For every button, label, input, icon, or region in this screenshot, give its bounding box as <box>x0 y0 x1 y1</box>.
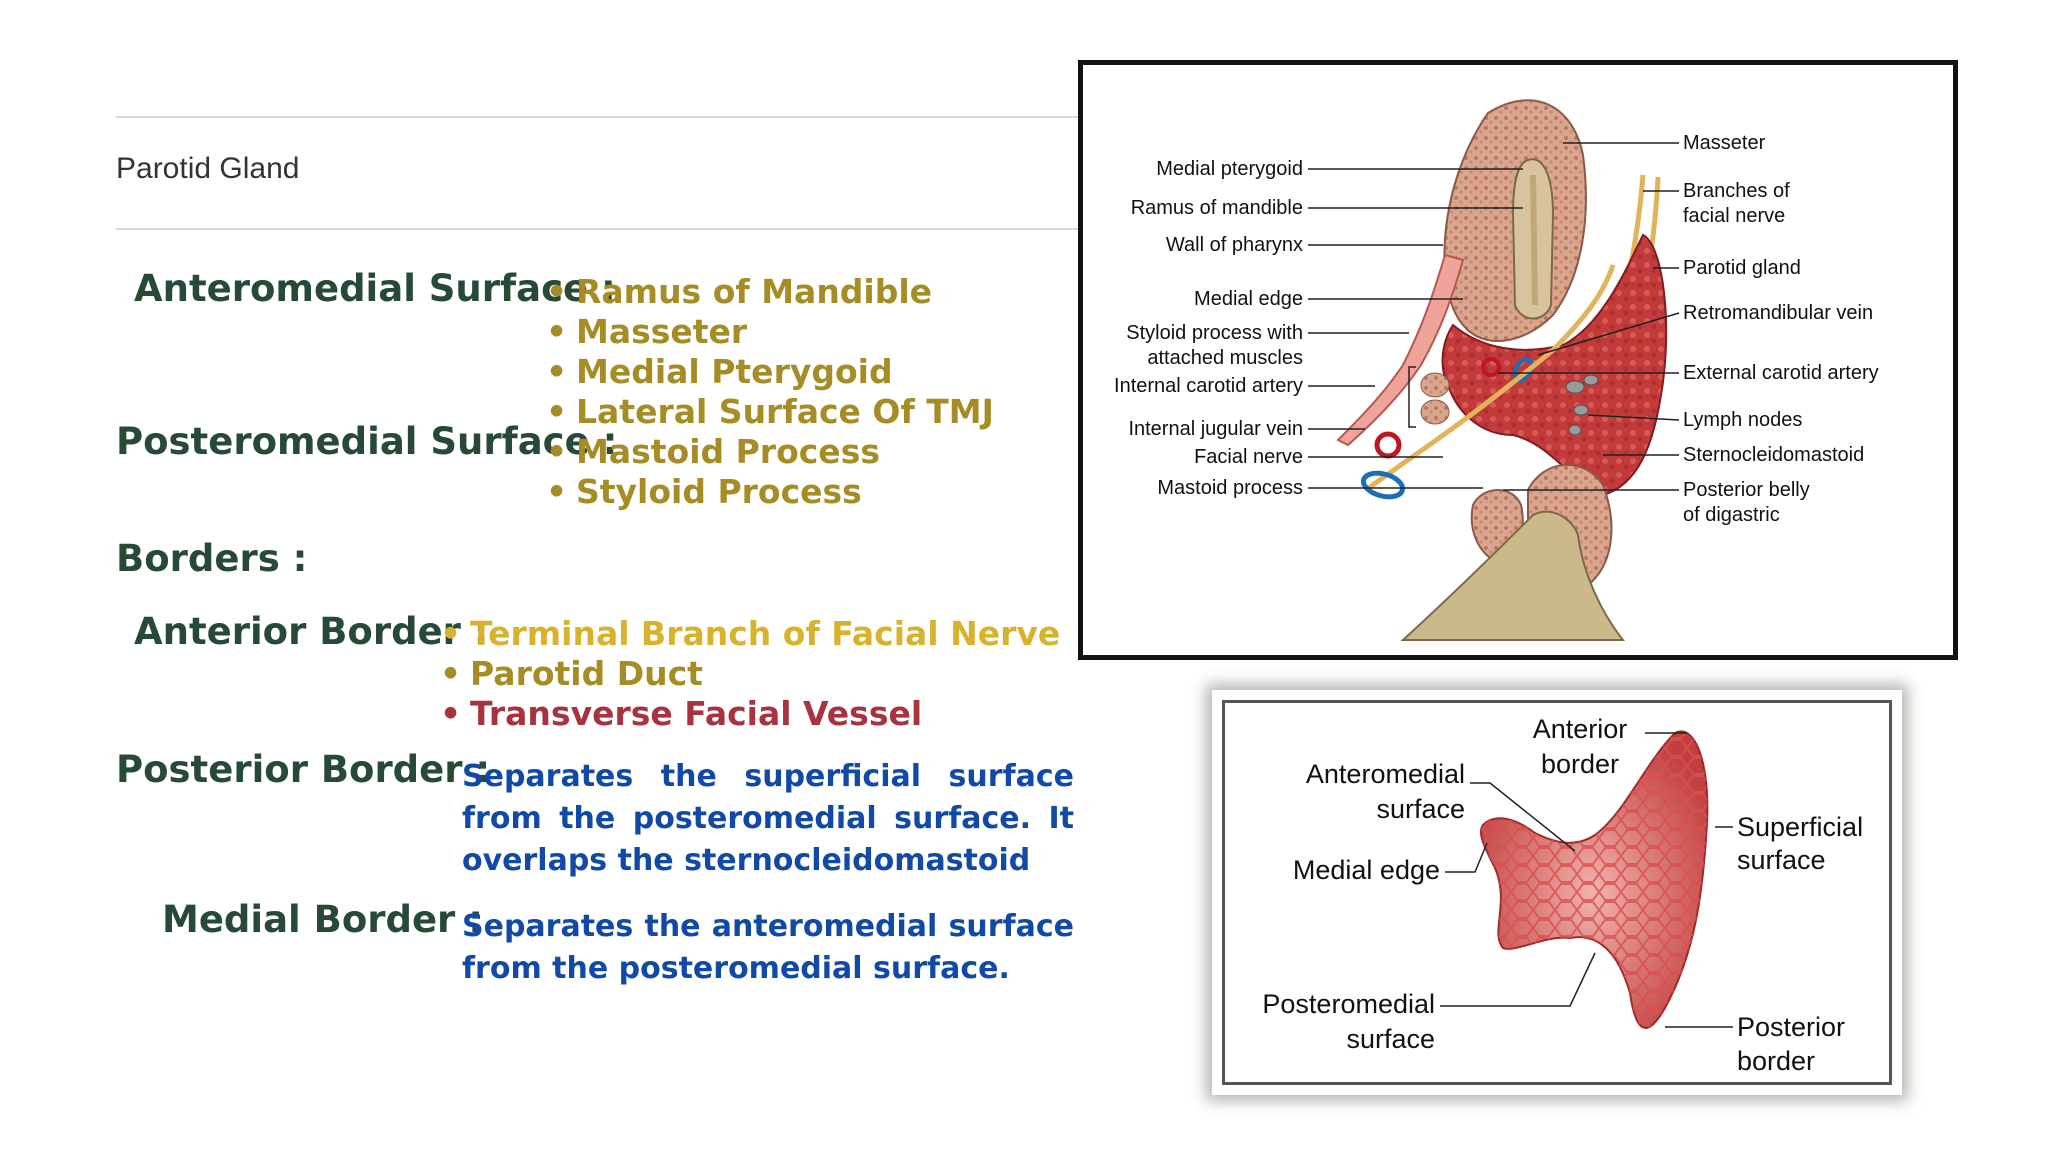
label-parotid-gland: Parotid gland <box>1683 257 1801 279</box>
label-masseter: Masseter <box>1683 132 1766 154</box>
parotid-cross-section-figure: Medial pterygoid Ramus of mandible Wall … <box>1078 60 1958 660</box>
external-carotid-artery-mark <box>1481 357 1501 377</box>
label-sternocleidomastoid: Sternocleidomastoid <box>1683 444 1864 466</box>
posteromedial-surface-heading: Posteromedial Surface : <box>116 420 618 463</box>
label-superficial: Superficial <box>1737 812 1863 842</box>
label-medial-edge: Medial edge <box>1194 288 1303 310</box>
list-item: Masseter <box>546 312 994 352</box>
list-item: Mastoid Process <box>546 432 994 472</box>
label-ramus-of-mandible: Ramus of mandible <box>1131 197 1303 219</box>
label-external-carotid-artery: External carotid artery <box>1683 362 1879 384</box>
label-posteromedial: Posteromedial <box>1262 989 1435 1019</box>
anteromedial-surface-heading: Anteromedial Surface : <box>134 267 616 310</box>
label-internal-carotid-artery: Internal carotid artery <box>1114 375 1303 397</box>
facial-nerve-trunk <box>1364 264 1616 493</box>
top-divider <box>116 116 1080 118</box>
lymph-node-mark <box>1583 374 1599 386</box>
label-anterior-border: border <box>1541 749 1619 779</box>
label-wall-of-pharynx: Wall of pharynx <box>1166 234 1303 256</box>
label-mastoid-process: Mastoid process <box>1157 477 1303 499</box>
internal-carotid-artery-mark <box>1374 431 1402 459</box>
label-medial-edge: Medial edge <box>1293 855 1440 885</box>
label-facial-nerve-branches: facial nerve <box>1683 205 1785 227</box>
lymph-node-mark <box>1573 404 1589 416</box>
internal-jugular-vein-mark <box>1360 470 1406 500</box>
title-divider <box>116 228 1080 230</box>
label-posteromedial-surface: surface <box>1346 1024 1435 1054</box>
list-item: Medial Pterygoid <box>546 352 994 392</box>
label-facial-nerve: Facial nerve <box>1194 446 1303 468</box>
cross-section-diagram: Medial pterygoid Ramus of mandible Wall … <box>1114 99 1879 641</box>
parotid-gland-shape <box>1441 233 1668 497</box>
page-title: Parotid Gland <box>116 152 300 185</box>
borders-heading: Borders : <box>116 537 308 580</box>
label-attached-muscles: attached muscles <box>1147 347 1303 369</box>
surface-relations-list: Ramus of Mandible Masseter Medial Pteryg… <box>546 272 994 512</box>
list-item: Terminal Branch of Facial Nerve <box>440 614 1060 654</box>
list-item: Lateral Surface Of TMJ <box>546 392 994 432</box>
gland-surfaces-diagram: Anterior border Anteromedial surface Med… <box>1262 714 1863 1076</box>
label-posterior: Posterior <box>1737 1012 1845 1042</box>
pharynx-wall <box>1336 253 1465 447</box>
posterior-border-heading: Posterior Border : <box>116 748 491 791</box>
label-anteromedial-surface: surface <box>1376 794 1465 824</box>
label-styloid-process: Styloid process with <box>1126 322 1303 344</box>
label-internal-jugular-vein: Internal jugular vein <box>1128 418 1303 440</box>
list-item: Ramus of Mandible <box>546 272 994 312</box>
label-anteromedial: Anteromedial <box>1306 759 1465 789</box>
gland-shape <box>1479 730 1709 1029</box>
list-item: Transverse Facial Vessel <box>440 694 1060 734</box>
label-posterior-border: border <box>1737 1046 1815 1076</box>
label-superficial-surface: surface <box>1737 845 1826 875</box>
label-anterior: Anterior <box>1533 714 1628 744</box>
list-item: Styloid Process <box>546 472 994 512</box>
label-medial-pterygoid: Medial pterygoid <box>1156 158 1303 180</box>
medial-border-heading: Medial Border : <box>162 898 483 941</box>
label-retromandibular-vein: Retromandibular vein <box>1683 302 1873 324</box>
posterior-border-description: Separates the superficial surface from t… <box>462 759 1074 878</box>
anterior-border-heading: Anterior Border : <box>134 610 489 653</box>
parotid-surfaces-figure: Anterior border Anteromedial surface Med… <box>1222 700 1892 1085</box>
label-branches-of: Branches of <box>1683 180 1790 202</box>
lymph-node-mark <box>1568 424 1582 436</box>
mastoid-process-shape <box>1400 510 1626 641</box>
styloid-muscles-mark <box>1420 372 1450 398</box>
list-item: Parotid Duct <box>440 654 1060 694</box>
medial-border-description: Separates the anteromedial surface from … <box>462 909 1074 986</box>
anterior-border-list: Terminal Branch of Facial Nerve Parotid … <box>440 614 1060 734</box>
label-posterior-belly: Posterior belly <box>1683 479 1810 501</box>
label-lymph-nodes: Lymph nodes <box>1683 409 1802 431</box>
label-of-digastric: of digastric <box>1683 504 1780 526</box>
lymph-node-mark <box>1565 380 1585 394</box>
